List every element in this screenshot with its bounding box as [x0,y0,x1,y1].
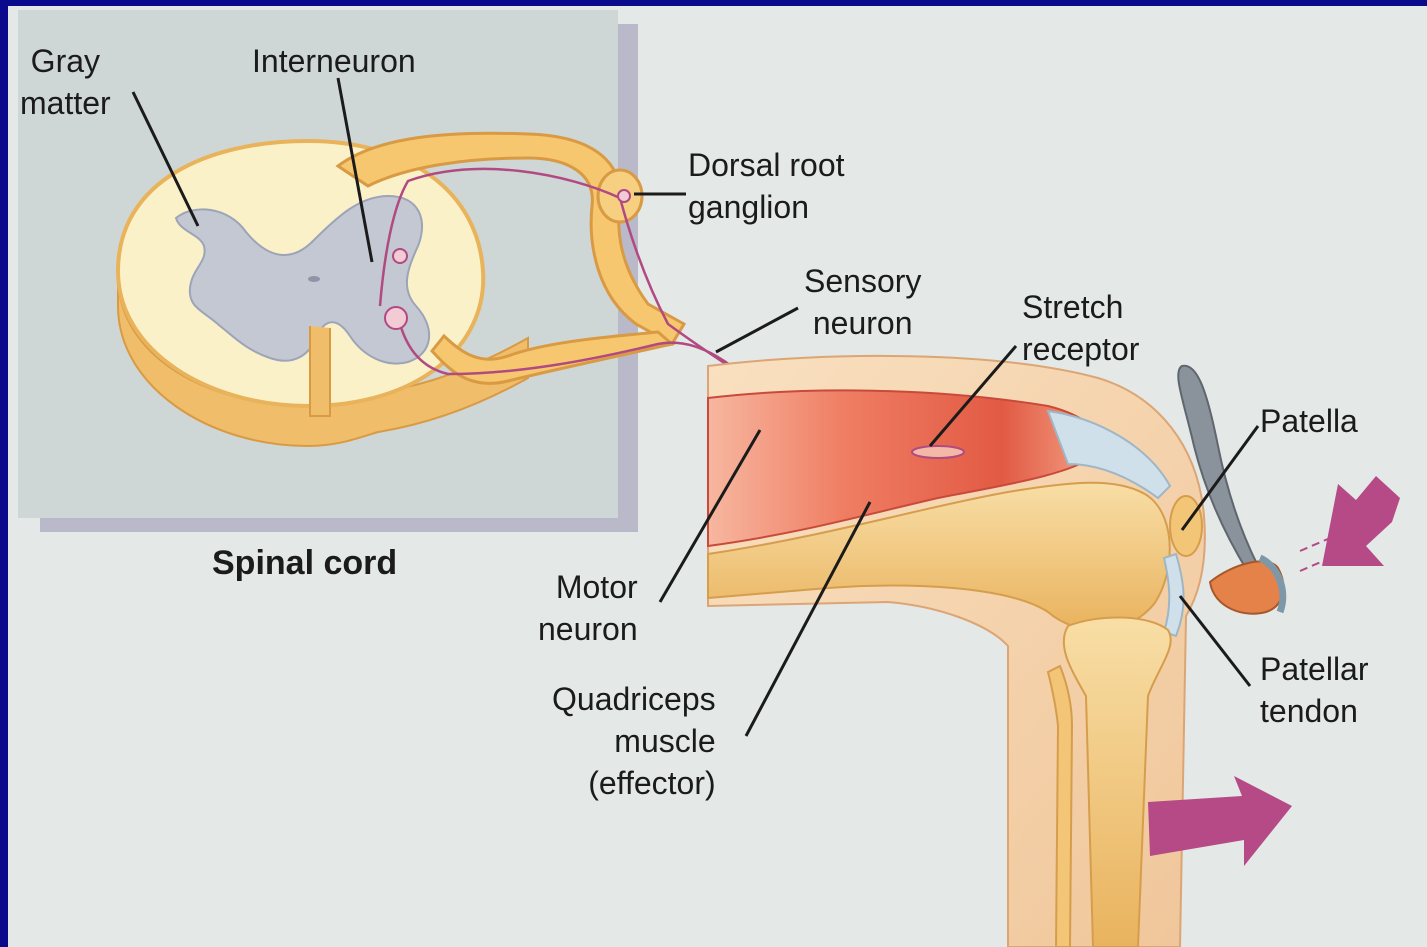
median-fissure [310,326,330,416]
patella-label: Patella [1260,400,1358,442]
label-line: Patella [1260,400,1358,442]
quadriceps-label: Quadriceps muscle (effector) [552,678,716,804]
label-line: Quadriceps [552,678,716,720]
stretch-receptor-label: Stretch receptor [1022,286,1139,370]
label-line: muscle [552,720,716,762]
spinal-cord-label: Spinal cord [212,542,397,584]
label-line: Motor [538,566,638,608]
label-line: neuron [804,302,921,344]
label-line: Dorsal root [688,144,845,186]
label-line: Spinal cord [212,542,397,584]
label-line: ganglion [688,186,845,228]
motor-neuron-cell-body [385,307,407,329]
label-line: receptor [1022,328,1139,370]
label-line: tendon [1260,690,1369,732]
diagram-canvas: Gray matter Interneuron Dorsal root gang… [8,6,1427,947]
label-line: Interneuron [252,40,416,82]
sensory-neuron-leader [716,308,798,352]
patellar-tendon-label: Patellar tendon [1260,648,1369,732]
label-line: (effector) [552,762,716,804]
dorsal-root-ganglion-label: Dorsal root ganglion [688,144,845,228]
stretch-receptor-organ [912,446,964,458]
interneuron-label: Interneuron [252,40,416,82]
label-line: Patellar [1260,648,1369,690]
gray-matter-label: Gray matter [20,40,111,124]
ganglion-cell-body [618,190,630,202]
label-line: Stretch [1022,286,1139,328]
label-line: neuron [538,608,638,650]
label-line: Gray [20,40,111,82]
label-line: Sensory [804,260,921,302]
motor-neuron-label: Motor neuron [538,566,638,650]
central-canal [308,276,320,282]
tap-direction-arrow [1322,476,1400,566]
interneuron-cell-body [393,249,407,263]
label-line: matter [20,82,111,124]
sensory-neuron-label: Sensory neuron [804,260,921,344]
